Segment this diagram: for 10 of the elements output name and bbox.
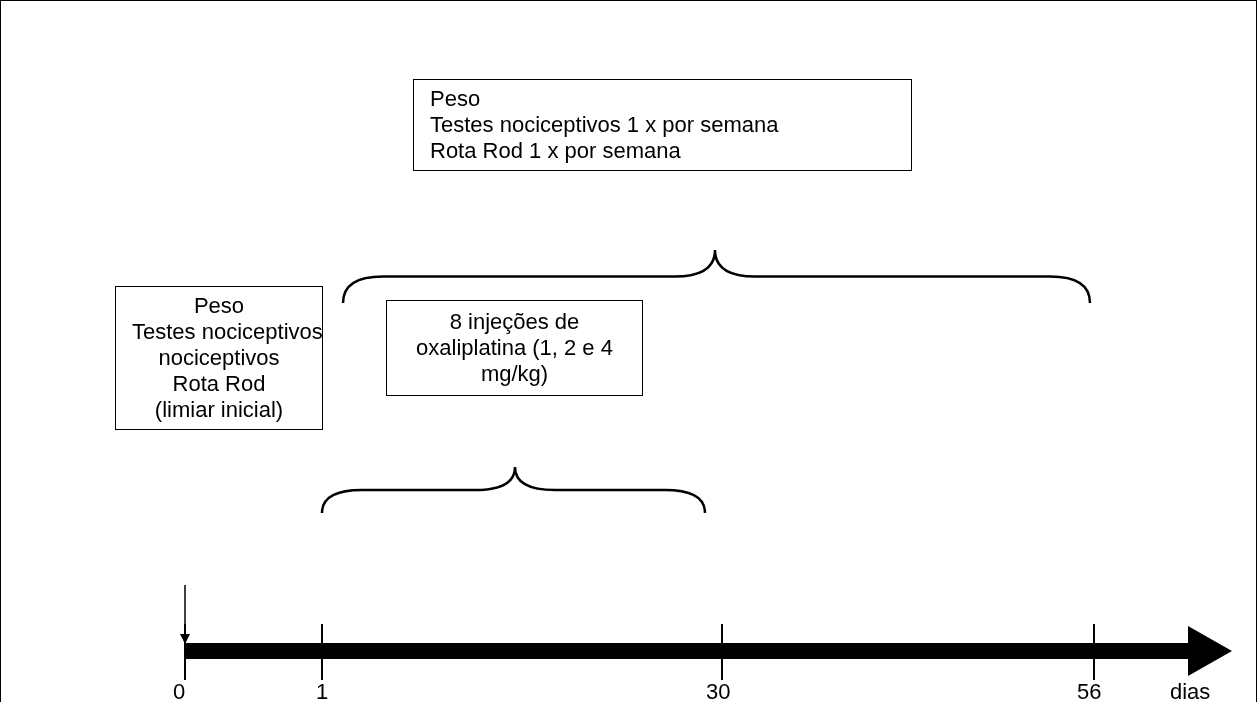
- tick-label: 56: [1077, 680, 1102, 702]
- arrow: [180, 584, 190, 644]
- baseline-box: Peso Testes nociceptivos nociceptivos Rota Rod (limiar inicial): [115, 286, 323, 430]
- tick-label: 30: [706, 680, 731, 702]
- timeline-arrow: [185, 626, 1232, 676]
- injections-box: 8 injeções de oxaliplatina (1, 2 e 4 mg/kg): [386, 300, 643, 396]
- tick-label: 1: [316, 680, 329, 702]
- weekly-tests-box: Peso Testes nociceptivos 1 x por semana Rota Rod 1 x por semana: [413, 79, 912, 171]
- tick-label: 0: [173, 680, 186, 702]
- axis-label: dias: [1170, 680, 1211, 702]
